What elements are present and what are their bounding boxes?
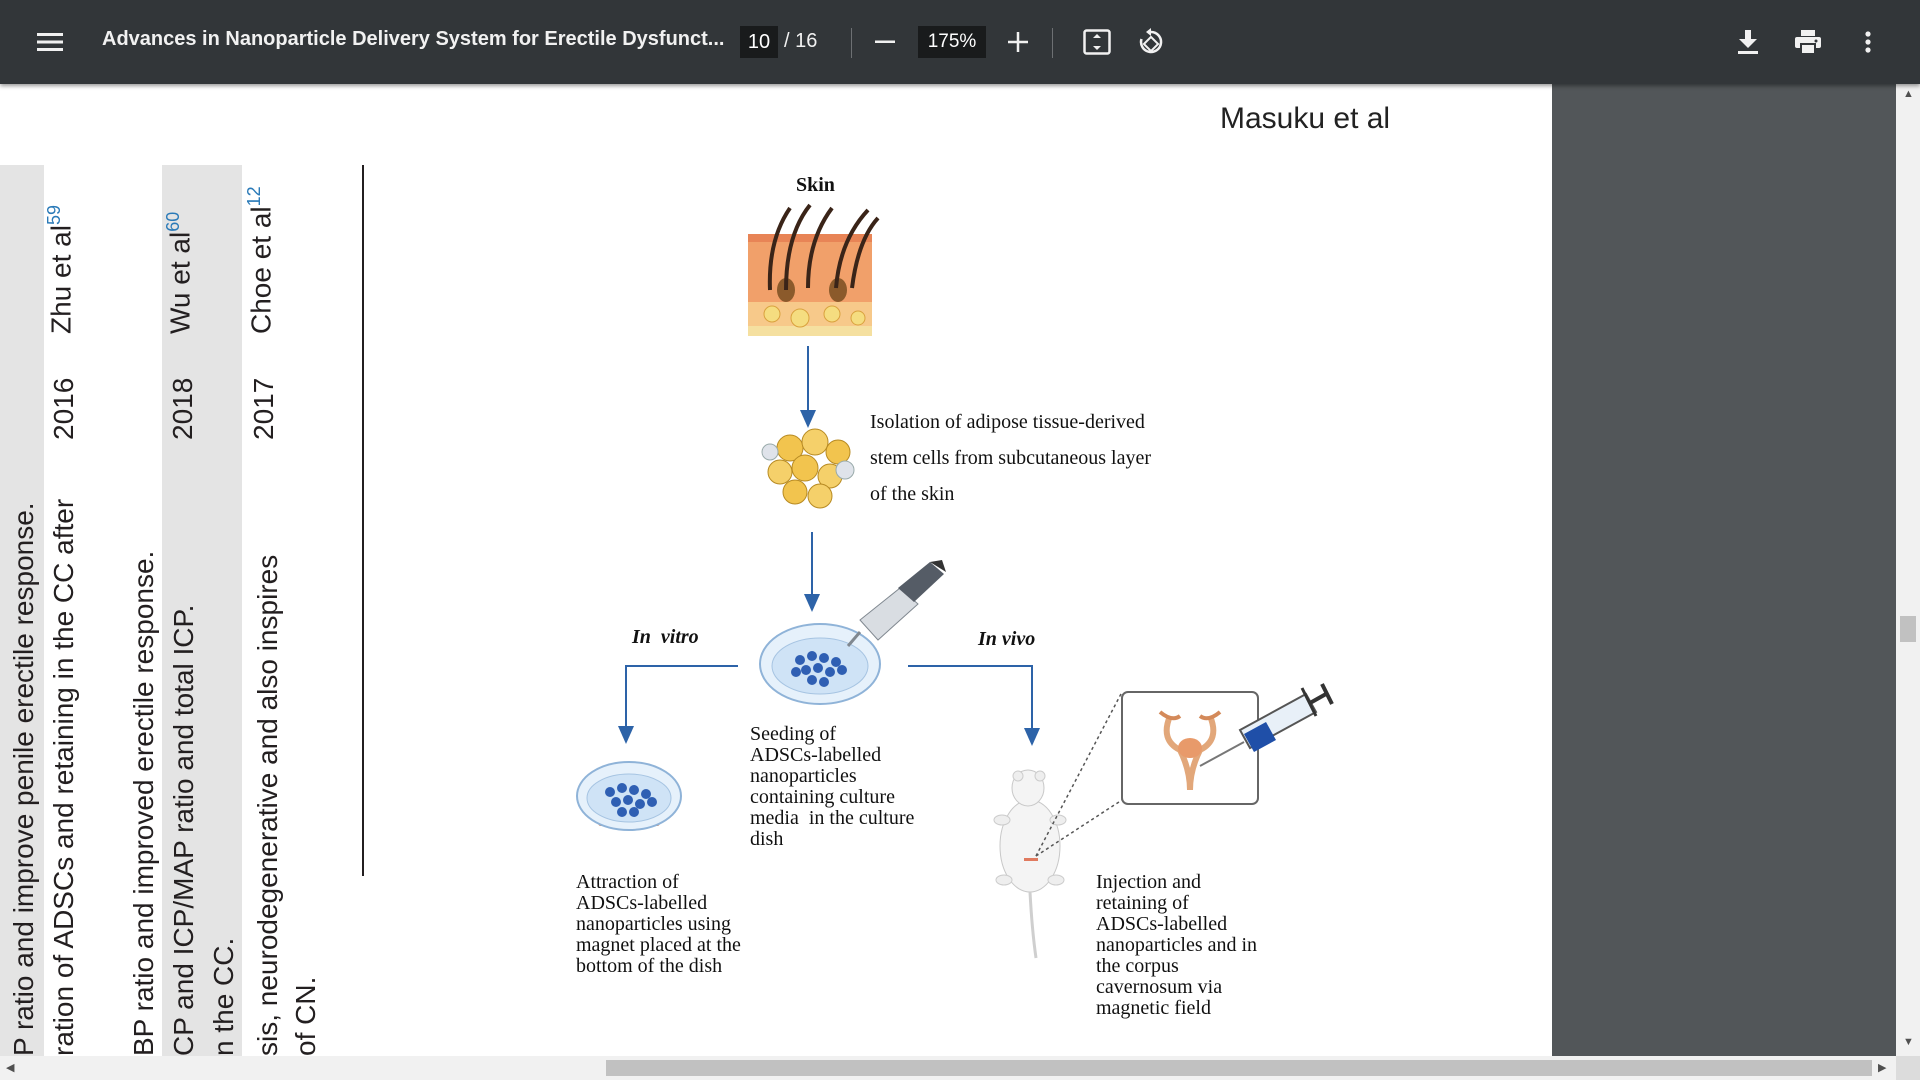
caption-line: nanoparticles using [576,913,731,935]
horizontal-scrollbar[interactable]: ◀ ▶ [0,1056,1896,1080]
figure-caption-isolation: Isolation of adipose tissue-derived stem… [870,404,1151,512]
table-cell-text: of CN. [290,976,321,1056]
zoom-out-button[interactable] [861,18,909,66]
document-title: Advances in Nanoparticle Delivery System… [102,28,725,50]
rotate-icon [1139,28,1163,54]
reference-author: Zhu et al [45,225,77,334]
toolbar-separator [1052,28,1053,58]
caption-line: Injection and [1096,871,1201,893]
table-cell-text: n the CC. [208,937,239,1056]
zoom-level-input[interactable]: 175% [918,26,986,58]
scroll-down-arrow-icon[interactable]: ▼ [1903,1036,1914,1048]
download-icon [1738,30,1758,54]
figure-label-in-vitro: In vitro [632,626,699,648]
reference-link[interactable]: 59 [44,205,64,226]
injection-inset [1035,683,1334,857]
rotate-button[interactable] [1127,18,1175,66]
caption-line: magnetic field [1096,997,1211,1019]
skin-illustration [748,203,880,336]
scroll-right-arrow-icon[interactable]: ▶ [1878,1062,1887,1074]
caption-line: retaining of [1096,892,1189,914]
reference-author: Choe et al [245,206,277,334]
pdf-toolbar: Advances in Nanoparticle Delivery System… [0,0,1920,84]
horizontal-scroll-thumb[interactable] [606,1060,1872,1076]
table-cell-text: CP and ICP/MAP ratio and total ICP. [168,604,199,1056]
pipette-illustration [846,560,946,647]
caption-line: dish [750,828,784,850]
table-cell-text: sis, neurodegenerative and also inspires [252,554,283,1056]
caption-line: of the skin [870,483,955,505]
running-header-author: Masuku et al [1220,102,1391,135]
caption-line: nanoparticles [750,765,857,787]
caption-line: ADSCs-labelled [576,892,708,914]
magnet-dish-illustration [576,761,682,831]
caption-line: stem cells from subcutaneous layer [870,447,1152,469]
table-cell-year: 2017 [248,377,279,440]
pdf-page: Masuku et al P ratio and improve penile … [0,84,1552,1056]
table-cell-text: BP ratio and improved erectile response. [128,550,159,1056]
caption-line: ADSCs-labelled [750,744,882,766]
table-row-band [162,165,242,1056]
caption-line: Isolation of adipose tissue-derived [870,411,1145,433]
reference-author: Wu et al [164,231,196,334]
culture-dish-illustration [759,560,946,705]
vertical-scrollbar[interactable]: ▲ ▼ [1896,84,1920,1056]
caption-line: ADSCs-labelled [1096,913,1228,935]
download-button[interactable] [1724,18,1772,66]
reference-link[interactable]: 60 [163,211,183,232]
caption-line: media in the culture [750,807,915,829]
caption-line: containing culture [750,786,895,808]
fit-page-button[interactable] [1073,18,1121,66]
figure-diagram [576,203,1334,959]
table-cell-text: P ratio and improve penile erectile resp… [8,502,39,1056]
toolbar-separator [851,28,852,58]
scroll-up-arrow-icon[interactable]: ▲ [1903,88,1914,100]
caption-line: Attraction of [576,871,679,893]
reference-link[interactable]: 12 [244,186,264,207]
print-icon [1795,30,1821,54]
flow-arrow-in-vivo [908,665,1040,746]
figure-caption-injection: Injection and retaining of ADSCs-labelle… [1096,872,1257,1019]
figure-label-in-vivo: In vivo [978,628,1036,650]
table-row-band [0,165,44,1056]
more-icon [1865,31,1871,53]
caption-line: bottom of the dish [576,955,723,977]
table-cell-year: 2016 [48,377,79,440]
scroll-left-arrow-icon[interactable]: ◀ [6,1062,15,1074]
zoom-in-button[interactable] [994,18,1042,66]
print-button[interactable] [1784,18,1832,66]
figure-label-skin: Skin [796,174,835,196]
page-number-input[interactable]: 10 [740,26,778,58]
figure-caption-attraction: Attraction of ADSCs-labelled nanoparticl… [576,872,741,977]
table-cell-reference: Zhu et al59 [44,205,77,334]
syringe-illustration [1199,683,1334,767]
menu-button[interactable] [26,18,74,66]
caption-line: the corpus [1096,955,1179,977]
fit-page-icon [1083,29,1111,55]
vertical-scroll-thumb[interactable] [1900,616,1916,642]
table-cell-text: ration of ADSCs and retaining in the CC … [48,498,79,1056]
flow-arrow-in-vitro [618,665,738,744]
caption-line: magnet placed at the [576,934,741,956]
zoom-in-icon [1008,32,1028,52]
table-divider-line [362,165,364,876]
figure-caption-seeding: Seeding of ADSCs-labelled nanoparticles … [750,724,914,850]
scrollbar-corner [1896,1056,1920,1080]
caption-line: nanoparticles and in [1096,934,1258,956]
more-actions-button[interactable] [1844,18,1892,66]
page-total: / 16 [784,30,818,52]
caption-line: cavernosum via [1096,976,1223,998]
table-cell-reference: Wu et al60 [163,212,196,334]
zoom-out-icon [875,40,895,43]
table-cell-year: 2018 [167,377,198,440]
adipose-cells-illustration [761,428,855,509]
table-cell-reference: Choe et al12 [244,186,277,334]
menu-icon [37,33,63,51]
rat-illustration [993,769,1067,959]
caption-line: Seeding of [750,723,837,745]
